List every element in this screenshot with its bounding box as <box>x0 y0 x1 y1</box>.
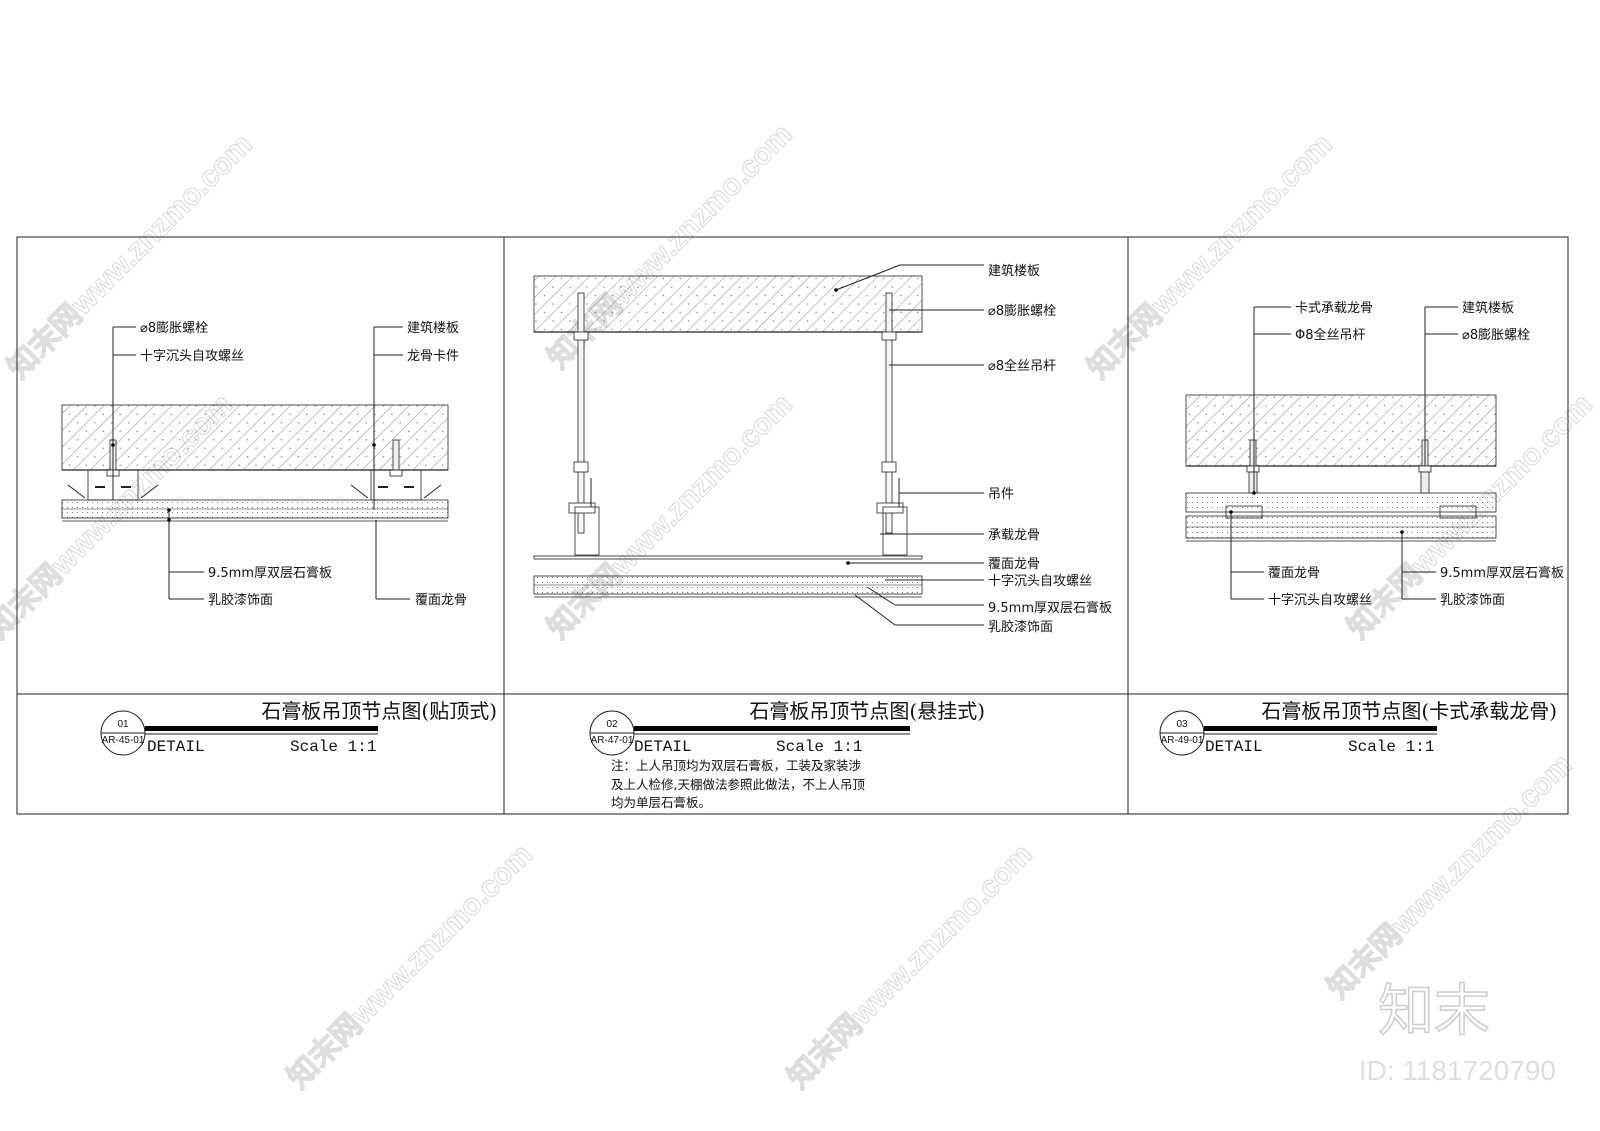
detail-number: 02 <box>606 719 618 730</box>
label: ⌀8膨胀螺栓 <box>140 321 208 336</box>
watermark-logo: 知末 <box>1378 979 1490 1044</box>
clip-arm <box>350 484 369 499</box>
cover-joist <box>1439 505 1477 519</box>
concrete-slab <box>1185 394 1497 467</box>
leader-line <box>866 586 896 606</box>
detail-label: DETAIL <box>1205 738 1263 756</box>
watermark-text: 知末网www.znzmo.com <box>782 838 1039 1095</box>
leader-dot <box>834 288 838 292</box>
watermark-id: ID: 1181720790 <box>1359 1055 1556 1086</box>
scale-label: Scale 1:1 <box>776 738 862 756</box>
label: 十字沉头自攻螺丝 <box>1268 593 1372 608</box>
label: 覆面龙骨 <box>415 593 467 608</box>
nut <box>1418 465 1432 473</box>
rod <box>1248 471 1258 494</box>
note-line: 均为单层石膏板。 <box>611 795 711 810</box>
hanger-bolt <box>876 502 904 514</box>
leader-line <box>854 594 896 626</box>
sheet-number: AR-45-01 <box>102 735 145 746</box>
label: 建筑楼板 <box>988 263 1040 279</box>
leader-dot <box>372 443 376 447</box>
label: ⌀8全丝吊杆 <box>988 358 1056 374</box>
label: 建筑楼板 <box>1462 300 1514 316</box>
label: ⌀8膨胀螺栓 <box>1462 328 1530 343</box>
leader-dot <box>1400 530 1404 534</box>
expansion-bolt <box>392 439 400 471</box>
scale-label: Scale 1:1 <box>290 738 376 756</box>
detail-02-labels: 建筑楼板 ⌀8膨胀螺栓 ⌀8全丝吊杆 吊件 承载龙骨 覆面龙骨 十字沉头自攻螺丝… <box>988 263 1112 635</box>
sheet-number: AR-49-01 <box>1161 735 1204 746</box>
concrete-slab <box>533 275 923 333</box>
title-block-01: 01 AR-45-01 石膏板吊顶节点图(贴顶式) DETAIL Scale 1… <box>100 699 497 756</box>
rod <box>1420 471 1430 494</box>
detail-03-labels: 卡式承载龙骨 Φ8全丝吊杆 建筑楼板 ⌀8膨胀螺栓 覆面龙骨 十字沉头自攻螺丝 … <box>1268 300 1564 608</box>
detail-01-labels: ⌀8膨胀螺栓 十字沉头自攻螺丝 建筑楼板 龙骨卡件 9.5mm厚双层石膏板 乳胶… <box>140 320 467 608</box>
label: 乳胶漆饰面 <box>988 619 1053 635</box>
detail-label: DETAIL <box>634 738 692 756</box>
cover-joist <box>1225 505 1263 519</box>
clip-arm <box>140 484 159 499</box>
scale-label: Scale 1:1 <box>1348 738 1434 756</box>
card-carrier-joist <box>1185 492 1497 513</box>
leader-dot <box>111 443 115 447</box>
detail-title: 石膏板吊顶节点图(悬挂式) <box>749 699 985 723</box>
leader-dot <box>167 508 171 512</box>
nut <box>1246 465 1260 473</box>
label: 乳胶漆饰面 <box>208 592 273 608</box>
label: 龙骨卡件 <box>407 349 459 364</box>
leader-dot <box>1229 510 1233 514</box>
cover-joist <box>533 555 923 560</box>
detail-title: 石膏板吊顶节点图(贴顶式) <box>261 699 497 723</box>
watermark-text: 知末网www.znzmo.com <box>2 128 259 385</box>
detail-label: DETAIL <box>147 738 205 756</box>
watermark-text: 知末网www.znzmo.com <box>1082 128 1339 385</box>
label: ⌀8膨胀螺栓 <box>988 304 1056 319</box>
detail-geometry <box>61 264 1497 626</box>
nut <box>573 461 589 473</box>
label: 十字沉头自攻螺丝 <box>140 349 244 364</box>
clip-channel <box>370 469 422 501</box>
detail-title: 石膏板吊顶节点图(卡式承载龙骨) <box>1261 699 1557 723</box>
concrete-slab <box>61 404 449 471</box>
label: 9.5mm厚双层石膏板 <box>988 600 1112 616</box>
threaded-rod <box>577 292 585 534</box>
nut <box>573 331 589 341</box>
watermark-text: 知末网www.znzmo.com <box>1322 748 1579 1005</box>
clip-arm <box>423 484 442 499</box>
label: 乳胶漆饰面 <box>1440 592 1505 608</box>
leader-dot <box>167 518 171 522</box>
carrier-channel <box>574 506 600 556</box>
carrier-channel <box>882 506 908 556</box>
label: 卡式承载龙骨 <box>1295 301 1373 316</box>
sheet-number: AR-47-01 <box>591 735 634 746</box>
note-line: 及上人检修,天棚做法参照此做法，不上人吊顶 <box>611 777 865 792</box>
threaded-rod <box>885 292 893 534</box>
detail-number: 03 <box>1176 719 1188 730</box>
expansion-bolt <box>1249 439 1257 467</box>
label: Φ8全丝吊杆 <box>1295 327 1366 343</box>
title-block-03: 03 AR-49-01 石膏板吊顶节点图(卡式承载龙骨) DETAIL Scal… <box>1159 699 1557 756</box>
leader-dot <box>846 561 850 565</box>
nut <box>881 331 897 341</box>
label: 9.5mm厚双层石膏板 <box>1440 565 1564 581</box>
label: 建筑楼板 <box>407 320 459 336</box>
label: 覆面龙骨 <box>1268 566 1320 581</box>
leader-dot <box>1252 491 1256 495</box>
title-block-02: 02 AR-47-01 石膏板吊顶节点图(悬挂式) DETAIL Scale 1… <box>589 699 985 810</box>
nut <box>881 461 897 473</box>
label: 9.5mm厚双层石膏板 <box>208 565 332 581</box>
note-line: 注：上人吊顶均为双层石膏板，工装及家装涉 <box>611 758 861 773</box>
clip-arm <box>67 484 86 499</box>
watermark-text: 知末网www.znzmo.com <box>282 838 539 1095</box>
detail-number: 01 <box>117 719 129 730</box>
label: 覆面龙骨 <box>988 557 1040 572</box>
label: 承载龙骨 <box>988 528 1040 543</box>
hanger-bolt <box>568 502 596 514</box>
nut <box>389 469 403 477</box>
sheet-frame <box>16 236 1569 815</box>
leader-line <box>835 264 901 291</box>
label: 吊件 <box>988 487 1014 502</box>
label: 十字沉头自攻螺丝 <box>988 574 1092 589</box>
